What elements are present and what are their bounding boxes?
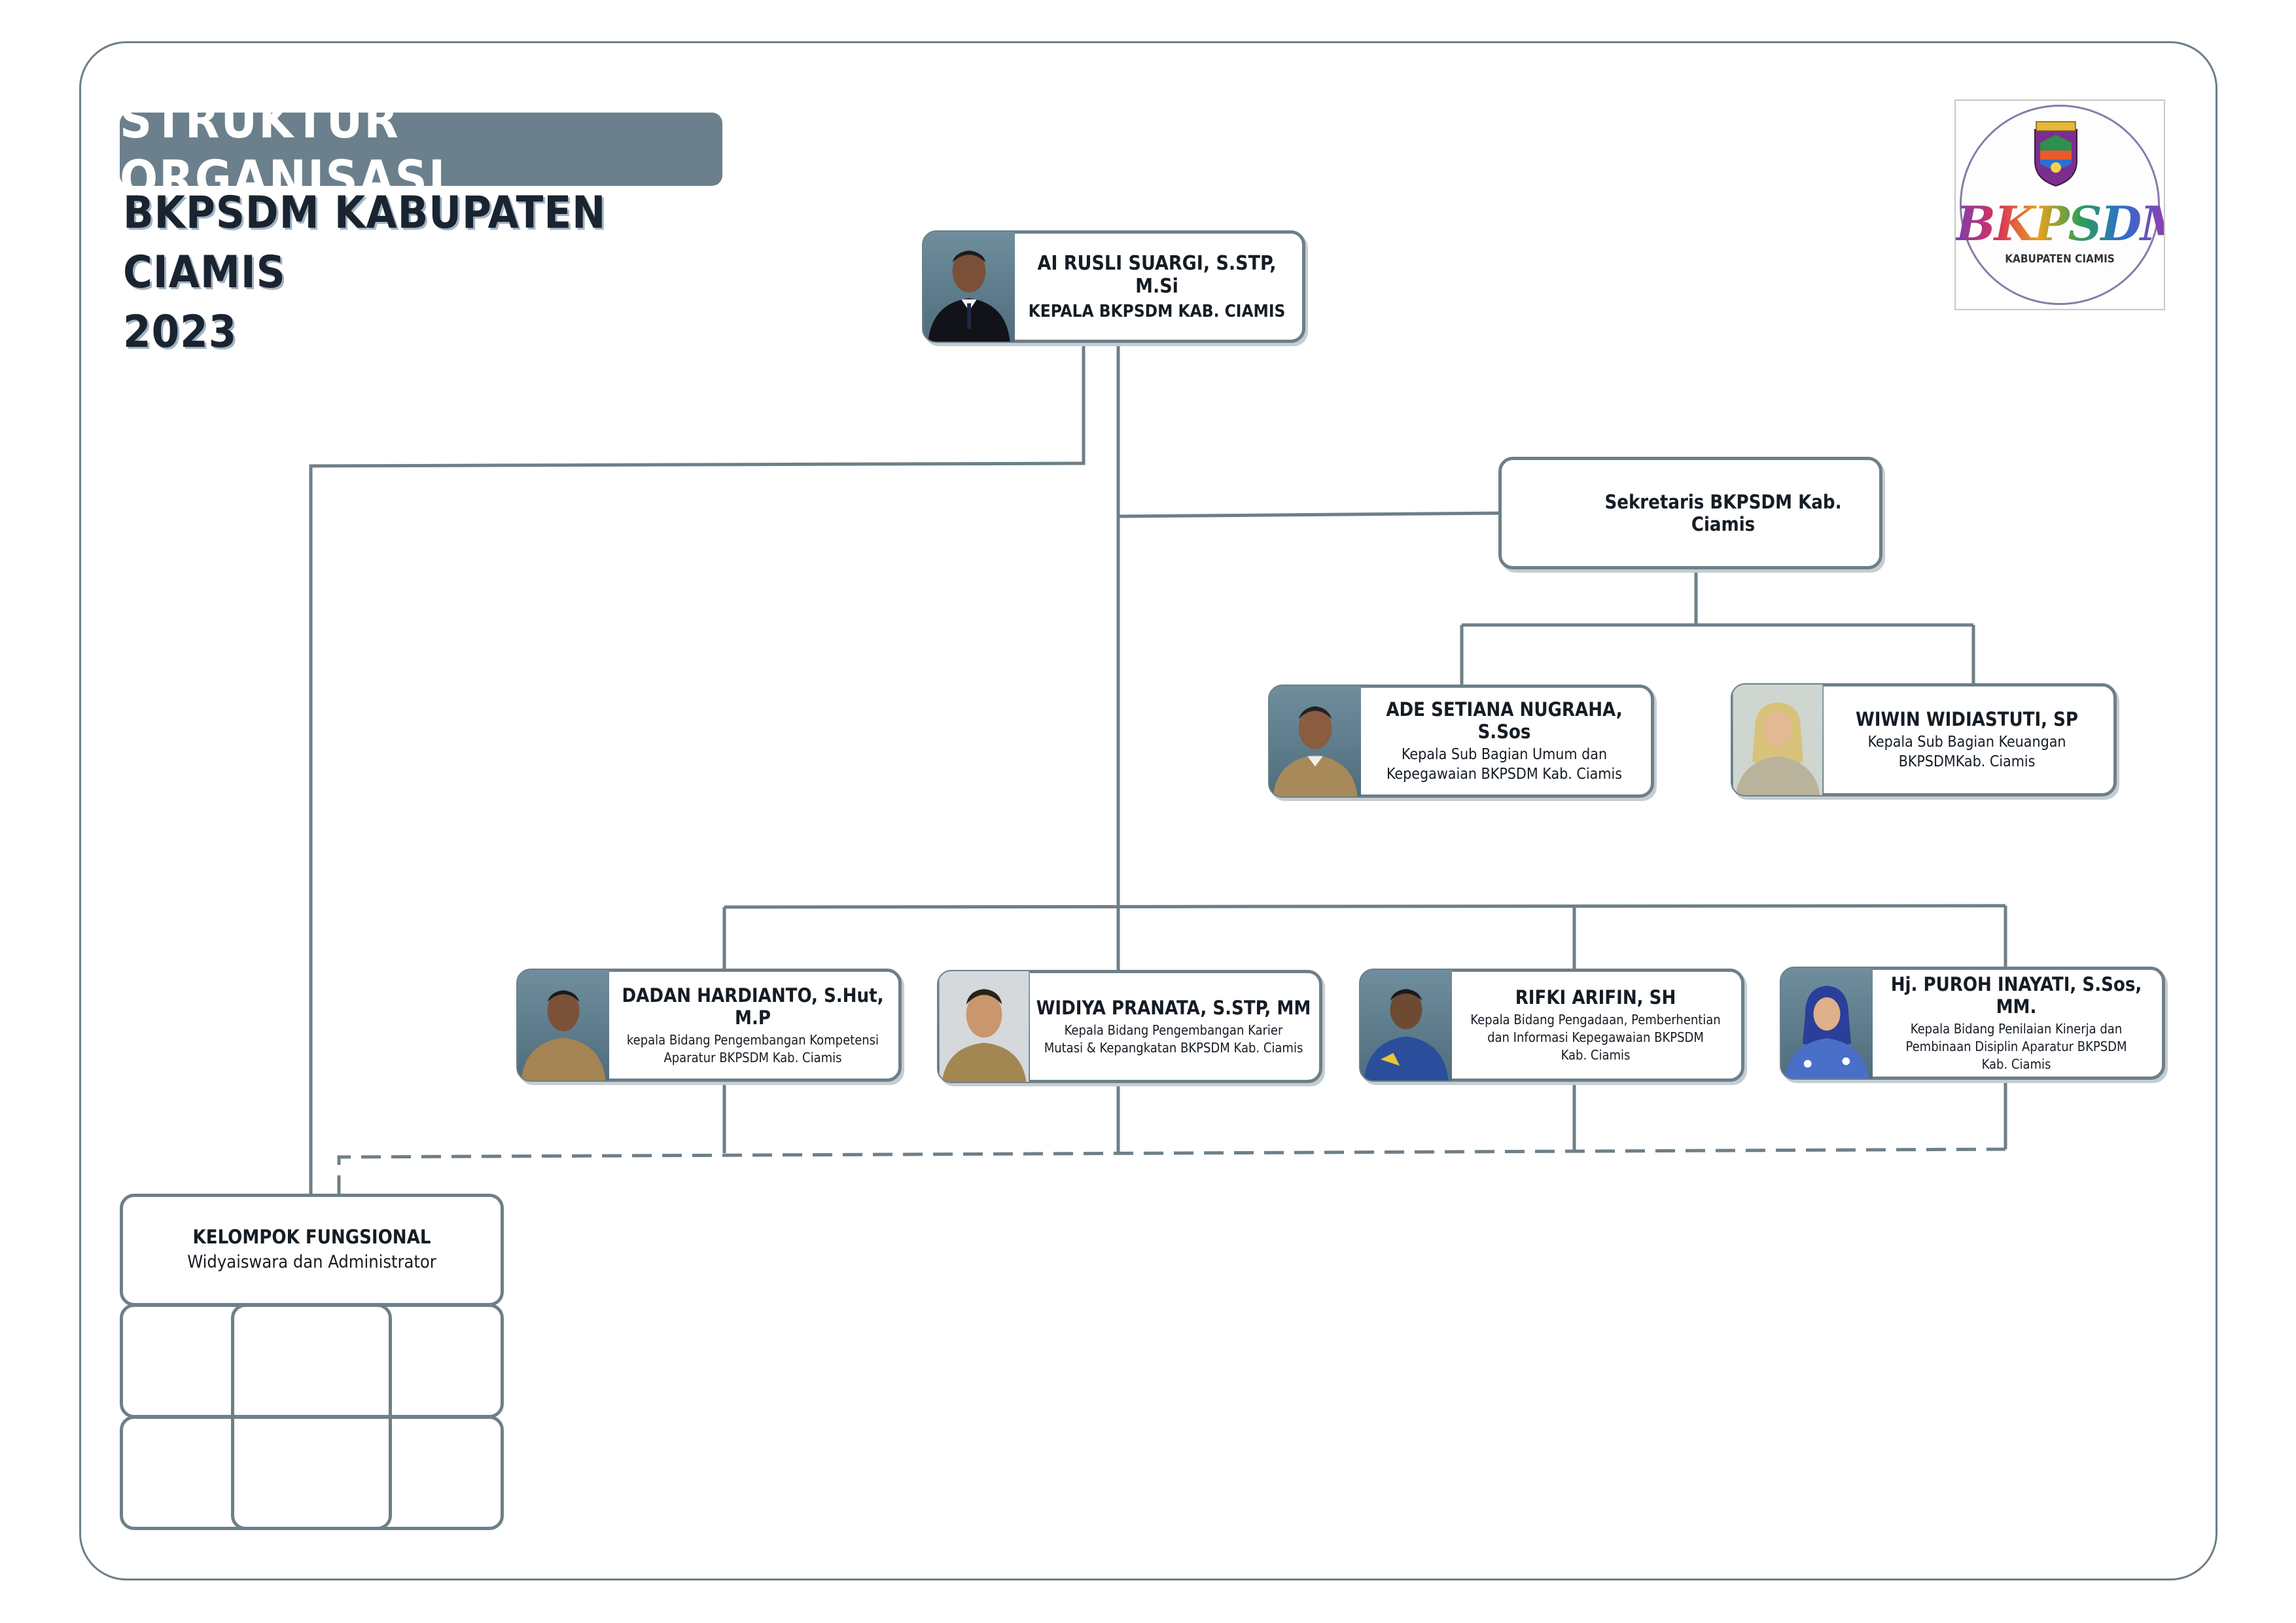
division-role-line-1: Kepala Bidang Pengadaan, Pemberhentian	[1470, 1012, 1721, 1027]
head-avatar-icon	[928, 250, 1010, 342]
division-name: RIFKI ARIFIN, SH	[1515, 986, 1676, 1008]
card-division-karier[interactable]: WIDIYA PRANATA, S.STP, MM Kepala Bidang …	[937, 970, 1322, 1083]
card-head[interactable]: AI RUSLI SUARGI, S.STP, M.Si KEPALA BKPS…	[922, 230, 1305, 343]
person-hijab-avatar-icon	[1733, 685, 1823, 795]
division-photo	[938, 971, 1030, 1082]
person-avatar-icon	[1273, 706, 1358, 796]
division-photo	[1360, 970, 1452, 1080]
division-name: Hj. PUROH INAYATI, S.Sos, MM.	[1890, 973, 2142, 1018]
subsection-photo	[1269, 686, 1361, 796]
dashed-coordination-line	[337, 1147, 2006, 1195]
subsection-name: WIWIN WIDIASTUTI, SP	[1855, 707, 2079, 730]
connector-head-functional	[309, 342, 1086, 1195]
head-name: AI RUSLI SUARGI, S.STP, M.Si	[1037, 252, 1277, 298]
subsection-photo	[1732, 685, 1824, 795]
title-banner-text: STRUKTUR ORGANISASI	[120, 91, 447, 207]
card-division-penilaian[interactable]: Hj. PUROH INAYATI, S.Sos, MM. Kepala Bid…	[1780, 967, 2165, 1080]
person-avatar-icon	[939, 971, 1029, 1082]
logo-subtitle: KABUPATEN CIAMIS	[2005, 253, 2115, 266]
person-avatar-icon	[1364, 989, 1449, 1080]
subtitle-line-1: BKPSDM KABUPATEN	[123, 187, 607, 239]
person-hijab-avatar-icon	[1784, 986, 1869, 1079]
division-role-line-1: Kepala Bidang Penilaian Kinerja dan	[1910, 1021, 2123, 1037]
head-role: KEPALA BKPSDM KAB. CIAMIS	[1028, 302, 1286, 321]
subtitle-line-3: 2023	[123, 306, 238, 358]
division-role-line-3: Kab. Ciamis	[1561, 1047, 1631, 1063]
functional-title: KELOMPOK FUNGSIONAL	[192, 1226, 431, 1249]
subsection-role-line-2: BKPSDMKab. Ciamis	[1898, 753, 2036, 770]
division-photo	[1781, 968, 1873, 1079]
subsection-role-line-1: Kepala Sub Bagian Umum dan	[1401, 745, 1608, 763]
division-role-line-2: dan Informasi Kepegawaian BKPSDM	[1487, 1029, 1704, 1045]
subsection-name: ADE SETIANA NUGRAHA, S.Sos	[1386, 698, 1623, 743]
card-subsection-keuangan[interactable]: WIWIN WIDIASTUTI, SP Kepala Sub Bagian K…	[1731, 683, 2117, 796]
secretary-role: Sekretaris BKPSDM Kab. Ciamis	[1604, 491, 1842, 535]
division-role-line-1: Kepala Bidang Pengembangan Karier	[1064, 1022, 1283, 1038]
card-secretary[interactable]: Sekretaris BKPSDM Kab. Ciamis	[1498, 457, 1882, 569]
subsection-role-line-2: Kepegawaian BKPSDM Kab. Ciamis	[1386, 765, 1622, 783]
ciamis-crest-icon	[2034, 121, 2077, 187]
card-division-kompetensi[interactable]: DADAN HARDIANTO, S.Hut, M.P kepala Bidan…	[516, 969, 902, 1082]
division-role-line-2: Aparatur BKPSDM Kab. Ciamis	[663, 1049, 842, 1065]
subsection-role-line-1: Kepala Sub Bagian Keuangan	[1867, 733, 2066, 751]
card-division-pengadaan[interactable]: RIFKI ARIFIN, SH Kepala Bidang Pengadaan…	[1359, 969, 1744, 1082]
title-banner: STRUKTUR ORGANISASI	[120, 91, 722, 207]
bkpsdm-logo: BKPSDM KABUPATEN CIAMIS	[1954, 99, 2193, 310]
division-name: DADAN HARDIANTO, S.Hut, M.P	[622, 984, 884, 1029]
division-photo	[518, 970, 609, 1080]
subtitle-line-2: CIAMIS	[123, 247, 286, 298]
division-role-line-2: Mutasi & Kepangkatan BKPSDM Kab. Ciamis	[1044, 1039, 1303, 1056]
division-name: WIDIYA PRANATA, S.STP, MM	[1036, 996, 1311, 1019]
division-role-line-2: Pembinaan Disiplin Aparatur BKPSDM	[1905, 1039, 2127, 1054]
functional-subtitle: Widyaiswara dan Administrator	[187, 1252, 436, 1273]
division-role-line-3: Kab. Ciamis	[1981, 1056, 2051, 1072]
connector-secretary	[1118, 511, 1502, 518]
card-subsection-umum[interactable]: ADE SETIANA NUGRAHA, S.Sos Kepala Sub Ba…	[1268, 685, 1654, 798]
card-functional-group[interactable]: KELOMPOK FUNGSIONAL Widyaiswara dan Admi…	[120, 1194, 504, 1306]
person-avatar-icon	[521, 990, 606, 1080]
logo-wordmark: BKPSDM	[1956, 196, 2193, 251]
functional-grid-column	[231, 1304, 392, 1530]
head-photo	[923, 232, 1015, 342]
page-frame	[79, 41, 2217, 1580]
division-role-line-1: kepala Bidang Pengembangan Kompetensi	[626, 1031, 879, 1048]
